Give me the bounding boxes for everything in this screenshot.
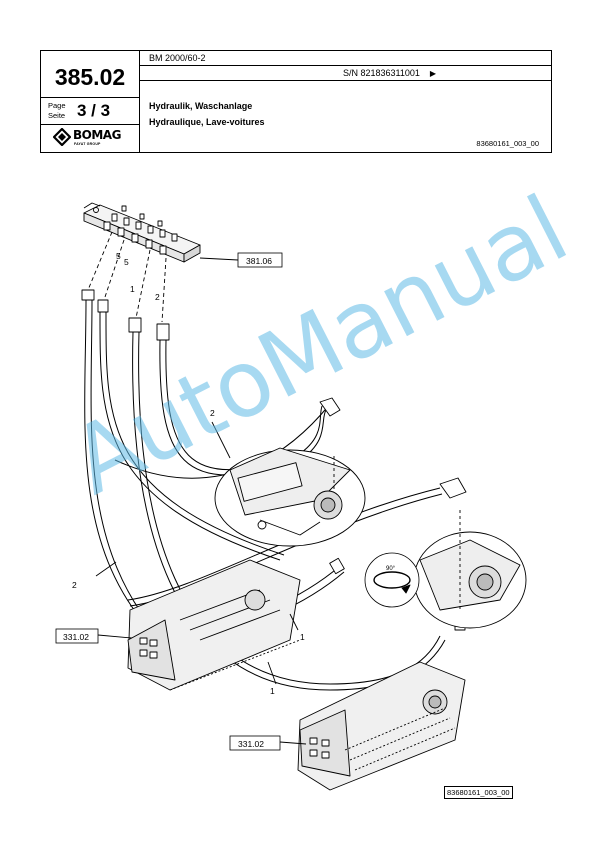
connection-leaders xyxy=(87,231,167,323)
leader-381 xyxy=(199,257,239,261)
label-leaders xyxy=(95,421,307,745)
bomag-diamond-icon xyxy=(53,128,71,146)
header-divider xyxy=(139,51,140,152)
detail-view-upper xyxy=(214,447,366,547)
track-unit-left xyxy=(127,559,301,691)
svg-text:331.02: 331.02 xyxy=(63,632,89,642)
item-label-2-mid: 2 xyxy=(210,408,215,418)
header-block: BM 2000/60-2 S/N 821836311001 ▶ 385.02 Pa… xyxy=(40,50,552,153)
serial-number: S/N 821836311001 ▶ xyxy=(343,68,436,78)
distributor-block xyxy=(83,202,201,263)
item-label-1-mid: 1 xyxy=(300,632,305,642)
item-label-2-left: 2 xyxy=(72,580,77,590)
rotation-label: 90° xyxy=(386,566,396,572)
header-rule xyxy=(41,97,139,98)
section-number: 385.02 xyxy=(54,64,126,90)
svg-text:381.06: 381.06 xyxy=(246,256,272,266)
callout-ref-bottom: 331.02 xyxy=(229,735,281,751)
model-name: BM 2000/60-2 xyxy=(149,53,206,63)
document-reference: 83680161_003_00 xyxy=(476,139,539,148)
page-title-de: Hydraulik, Waschanlage xyxy=(149,101,253,111)
header-rule xyxy=(139,80,551,81)
header-rule xyxy=(139,65,551,66)
item-labels: 5 5 1 2 2 2 1 1 90° xyxy=(72,251,396,696)
header-rule xyxy=(41,124,139,125)
serial-number-text: S/N 821836311001 xyxy=(343,68,420,78)
logo-wordmark: BOMAG xyxy=(73,128,121,142)
callout-ref-left: 331.02 xyxy=(55,628,99,644)
page-title-fr: Hydraulique, Lave-voitures xyxy=(149,117,265,127)
bomag-logo: BOMAG FAYAT GROUP xyxy=(53,128,133,150)
detail-view-right xyxy=(413,510,527,629)
hose-fittings xyxy=(81,289,467,631)
track-unit-bottom xyxy=(297,661,466,791)
page-label-en: Page xyxy=(48,101,66,110)
figure-reference: 83680161_003_00 xyxy=(444,786,513,799)
item-label-1-low: 1 xyxy=(270,686,275,696)
page-label-de: Seite xyxy=(48,111,66,120)
page-number: 3 / 3 xyxy=(77,101,111,120)
item-label-5b: 5 xyxy=(124,257,129,267)
svg-text:331.02: 331.02 xyxy=(238,739,264,749)
rotation-indicator xyxy=(364,552,420,608)
item-label-5a: 5 xyxy=(116,251,121,261)
play-arrow-icon: ▶ xyxy=(429,69,437,78)
callout-ref-top: 381.06 xyxy=(237,252,283,268)
logo-subtext: FAYAT GROUP xyxy=(74,142,101,146)
item-label-2-top: 2 xyxy=(155,292,160,302)
item-label-1-top: 1 xyxy=(130,284,135,294)
